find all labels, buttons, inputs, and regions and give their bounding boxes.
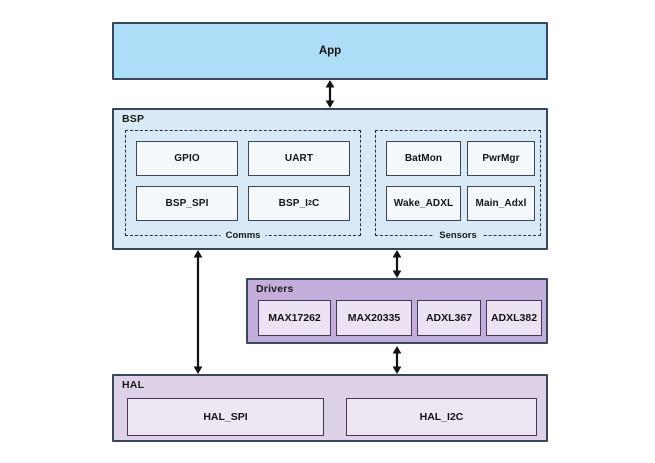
module-adxl382[interactable]: ADXL382 [486,300,542,336]
app-layer-title: App [318,45,342,57]
module-bsp-i2c-prefix: BSP_I [278,198,309,209]
bsp-layer-box: BSP Comms Sensors GPIO UART BSP_SPI BSP_… [112,108,548,250]
module-bsp-spi[interactable]: BSP_SPI [136,186,238,221]
module-hal-spi[interactable]: HAL_SPI [127,398,324,436]
connector-drivers-to-hal [389,346,405,374]
hal-layer-label: HAL [122,379,145,391]
module-gpio[interactable]: GPIO [136,141,238,176]
connector-app-to-bsp [322,80,338,108]
module-max17262[interactable]: MAX17262 [258,300,331,336]
app-layer-box: App [112,22,548,80]
comms-group: Comms [125,130,361,242]
comms-group-label: Comms [220,230,266,242]
module-max20335[interactable]: MAX20335 [336,300,412,336]
module-main-adxl[interactable]: Main_Adxl [467,186,535,221]
bsp-layer-label: BSP [122,113,145,125]
module-bsp-i2c-suffix: C [312,198,320,209]
sensors-group-label: Sensors [434,230,482,242]
hal-layer-box: HAL HAL_SPI HAL_I2C [112,374,548,442]
module-adxl367[interactable]: ADXL367 [417,300,481,336]
module-batmon[interactable]: BatMon [386,141,461,176]
module-wake-adxl[interactable]: Wake_ADXL [386,186,461,221]
module-uart[interactable]: UART [248,141,350,176]
sensors-group: Sensors [375,130,541,242]
drivers-layer-box: Drivers MAX17262 MAX20335 ADXL367 ADXL38… [246,278,548,344]
connector-bsp-to-hal [190,250,206,374]
module-hal-i2c[interactable]: HAL_I2C [346,398,537,436]
connector-bsp-to-drivers [389,250,405,278]
drivers-layer-label: Drivers [256,283,294,295]
module-pwrmgr[interactable]: PwrMgr [467,141,535,176]
